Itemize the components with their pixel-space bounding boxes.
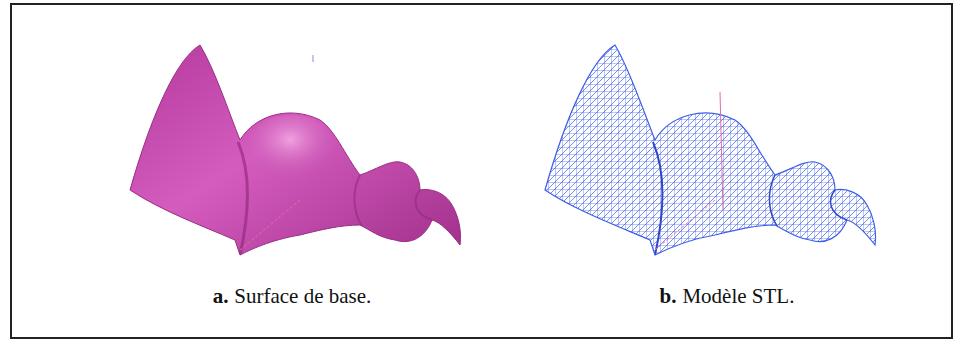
caption-text: Modèle STL. xyxy=(682,284,794,308)
subfigure-letter: a. xyxy=(213,284,229,308)
subfigure-letter: b. xyxy=(660,284,677,308)
figure-caption: b.Modèle STL. xyxy=(660,284,795,309)
stl-mesh xyxy=(545,45,876,255)
base-surface xyxy=(130,45,461,255)
figure-caption: a.Surface de base. xyxy=(213,284,372,309)
caption-text: Surface de base. xyxy=(234,284,371,308)
